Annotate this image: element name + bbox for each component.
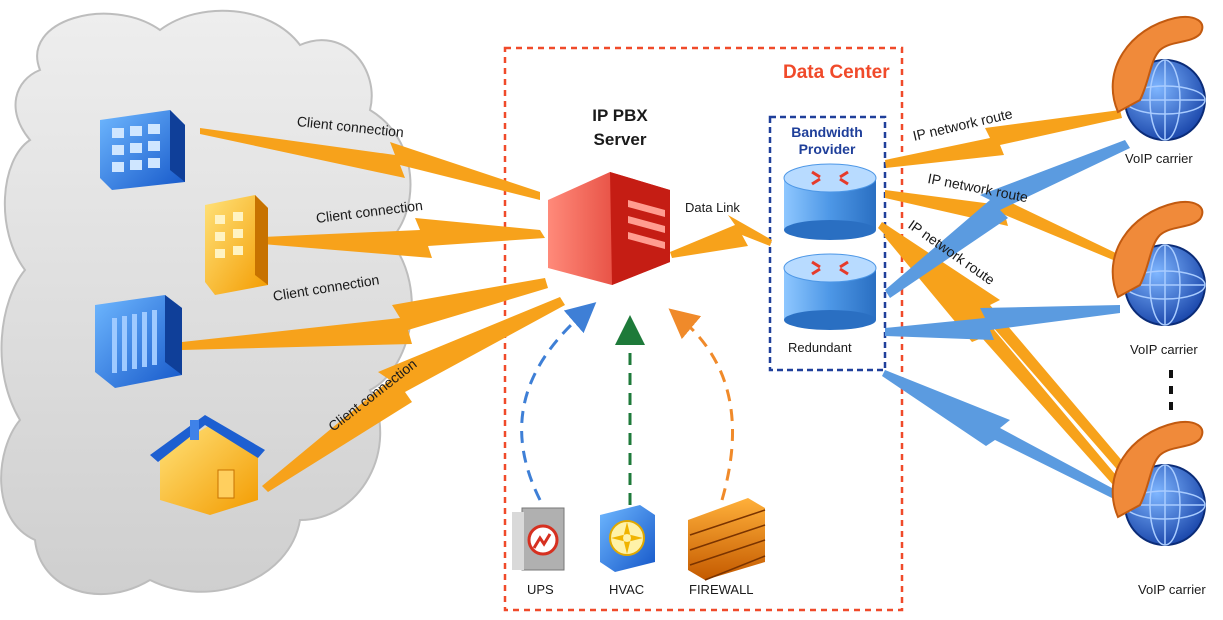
house-icon [150,415,265,515]
voip-carrier-label: VoIP carrier [1138,582,1206,597]
voip-carrier-label: VoIP carrier [1130,342,1198,357]
firewall-icon [688,498,766,581]
bandwidth-title-line2: Provider [798,141,856,157]
data-center-box [503,46,904,612]
voip-carrier-icon-1 [1111,16,1206,141]
firewall-label: FIREWALL [689,582,754,597]
apartment-building-icon [205,195,268,295]
server-title-line1: IP PBX [592,106,648,125]
bandwidth-provider-title: Bandwidth Provider [777,124,877,158]
ups-label: UPS [527,582,554,597]
office-building-icon [100,110,185,190]
firewall-arrow [668,308,734,501]
ups-icon [512,507,565,571]
voip-carrier-icon-3 [1111,421,1206,546]
redundant-label: Redundant [788,340,852,355]
data-center-title: Data Center [783,62,890,83]
bandwidth-provider-box [768,115,887,372]
more-carriers-ellipsis [1169,370,1173,410]
hvac-label: HVAC [609,582,645,597]
router-icon [783,163,877,240]
bank-building-icon [95,295,182,388]
ups-arrow [520,302,597,501]
voip-carrier-icon-2 [1111,201,1206,326]
data-link-label: Data Link [685,200,740,215]
voip-carrier-label: VoIP carrier [1125,151,1193,166]
server-title: IP PBX Server [585,104,655,152]
server-title-line2: Server [593,130,647,149]
hvac-icon [600,505,655,572]
redundant-router-icon [783,253,877,330]
ip-pbx-server-icon [548,172,670,285]
bandwidth-title-line1: Bandwidth [791,124,863,140]
data-link-bolt [670,215,772,258]
client-lightning-bolts [182,128,565,492]
route-lightning-bolts [878,110,1130,502]
